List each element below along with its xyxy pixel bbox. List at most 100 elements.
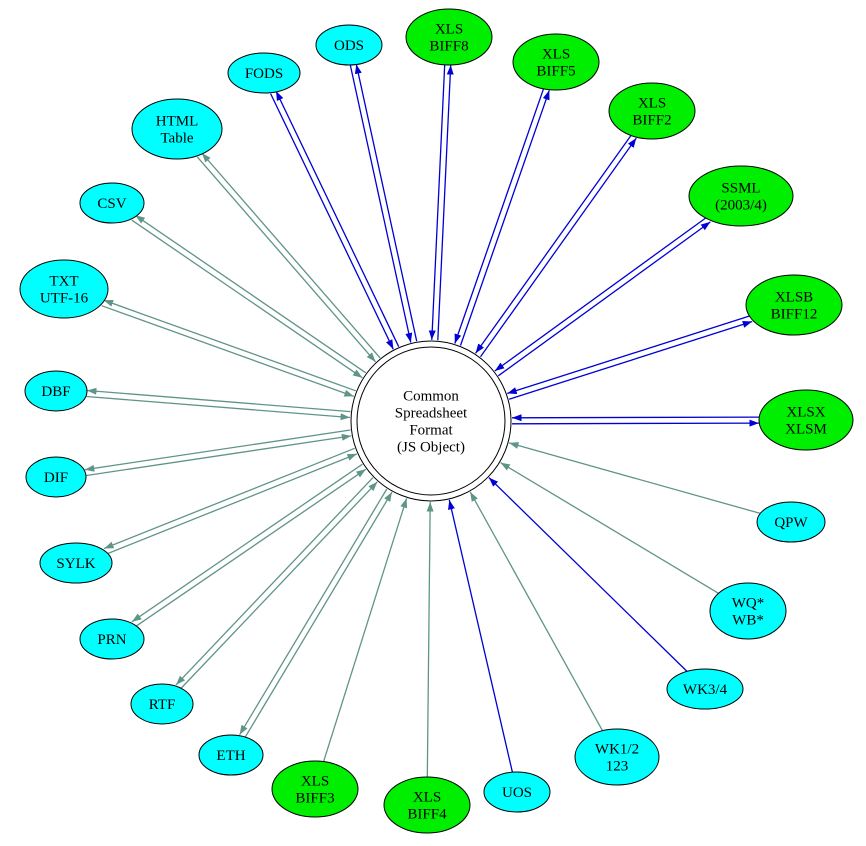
edge-xls-biff4-read — [426, 501, 434, 778]
node-ellipse — [198, 734, 264, 776]
edge-xlsx-xlsm-write — [511, 419, 760, 427]
node-label: UTF-16 — [40, 291, 89, 307]
edge-xls-biff5-read — [454, 88, 545, 344]
edge-qpw-read — [508, 442, 761, 515]
edge-eth-read — [244, 491, 393, 739]
node-ellipse — [608, 82, 696, 140]
node-fods: FODS — [227, 52, 301, 94]
edge-sylk-write — [103, 447, 355, 550]
node-ellipse — [383, 776, 471, 834]
edge-dbf-read — [86, 395, 351, 421]
edge-xls-biff8-read — [428, 64, 446, 340]
node-label: HTML — [156, 114, 199, 130]
center-outer-circle — [350, 340, 512, 502]
node-label: WK1/2 — [595, 742, 639, 758]
edge-wk3-4-read — [488, 477, 688, 672]
edge-fods-write — [275, 90, 400, 347]
node-label: XLSB — [775, 290, 813, 306]
node-ellipse — [758, 389, 854, 451]
node-ods: ODS — [315, 24, 383, 66]
node-label: SYLK — [56, 556, 95, 572]
edge-xls-biff3-read — [322, 498, 408, 762]
center-node-label: Spreadsheet — [395, 406, 468, 422]
node-ellipse — [39, 542, 113, 584]
edge-prn-read — [134, 468, 367, 628]
node-ellipse — [131, 98, 223, 160]
node-label: Table — [160, 131, 193, 147]
node-label: BIFF12 — [771, 307, 818, 323]
node-ellipse — [271, 760, 359, 818]
edge-xls-biff2-read — [475, 134, 633, 354]
node-rtf: RTF — [130, 683, 194, 725]
edge-prn-write — [131, 463, 363, 623]
node-label: TXT — [49, 274, 78, 290]
node-label: RTF — [149, 697, 176, 713]
node-qpw: QPW — [756, 501, 826, 543]
node-ellipse — [709, 582, 787, 640]
node-label: XLS — [435, 22, 463, 38]
node-label: BIFF4 — [407, 807, 447, 823]
edge-csv-write — [134, 214, 367, 374]
edge-txt-utf-16-write — [103, 299, 357, 392]
node-ellipse — [512, 33, 600, 91]
node-label: XLS — [301, 774, 329, 790]
node-ellipse — [688, 165, 794, 227]
node-prn: PRN — [79, 618, 145, 660]
node-label: XLSM — [785, 422, 827, 438]
node-ellipse — [79, 182, 145, 224]
edge-xlsb-biff12-write — [508, 320, 753, 400]
node-ellipse — [666, 668, 744, 710]
node-dif: DIF — [25, 456, 87, 498]
edge-xls-biff8-write — [437, 65, 454, 341]
node-ellipse — [24, 370, 88, 412]
edge-fods-read — [270, 93, 394, 350]
node-wk3-4: WK3/4 — [666, 668, 744, 710]
node-ellipse — [130, 683, 194, 725]
node-label: BIFF5 — [536, 64, 575, 80]
node-wq-wb: WQ*WB* — [709, 582, 787, 640]
edge-xlsb-biff12-read — [507, 315, 751, 395]
node-uos: UOS — [483, 771, 551, 813]
center-node-label: Format — [409, 423, 453, 439]
edge-sylk-read — [106, 453, 358, 555]
node-ellipse — [227, 52, 301, 94]
node-label: UOS — [502, 785, 532, 801]
node-label: QPW — [774, 515, 808, 531]
node-label: CSV — [97, 196, 126, 212]
edge-ssml-write — [497, 221, 711, 377]
node-ellipse — [19, 259, 109, 319]
edge-html-table-read — [196, 156, 377, 363]
edge-xls-biff2-write — [479, 137, 637, 358]
edge-ssml-read — [494, 216, 708, 372]
node-ellipse — [745, 274, 843, 336]
node-label: ETH — [216, 748, 245, 764]
node-dbf: DBF — [24, 370, 88, 412]
edge-eth-write — [239, 488, 388, 736]
node-ellipse — [79, 618, 145, 660]
node-label: ODS — [334, 38, 364, 54]
node-ellipse — [574, 728, 660, 786]
node-eth: ETH — [198, 734, 264, 776]
edge-ods-read — [349, 65, 413, 343]
node-ellipse — [405, 8, 493, 66]
node-label: (2003/4) — [715, 198, 767, 214]
edge-rtf-write — [175, 477, 374, 686]
edge-xls-biff5-write — [459, 90, 550, 346]
node-label: DIF — [44, 470, 68, 486]
center-node-label: Common — [403, 389, 459, 405]
node-csv: CSV — [79, 182, 145, 224]
node-label: WQ* — [732, 596, 765, 612]
node-label: DBF — [41, 384, 70, 400]
node-label: WB* — [732, 613, 764, 629]
